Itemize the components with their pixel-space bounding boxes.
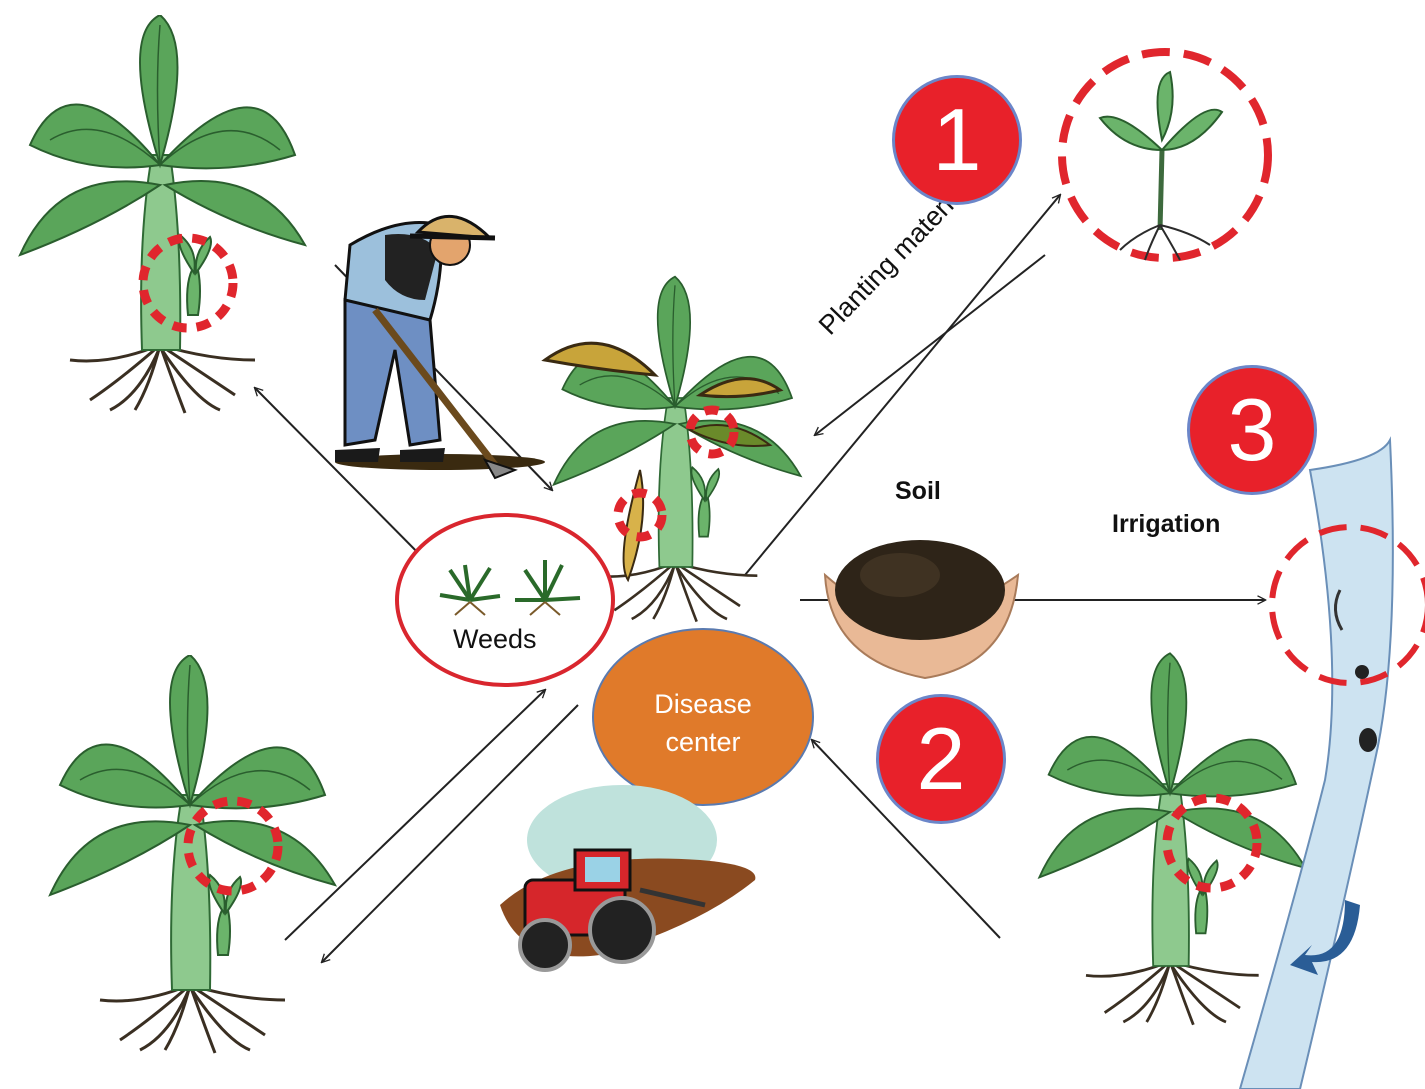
disease-center-label: Disease center bbox=[593, 685, 813, 761]
badge-2: 2 bbox=[876, 694, 1006, 824]
disease-center-line-2: center bbox=[593, 723, 813, 761]
irrigation-label: Irrigation bbox=[1112, 510, 1220, 539]
weeds-label: Weeds bbox=[453, 624, 537, 655]
farmer-with-hoe-icon bbox=[335, 216, 545, 478]
soil-label: Soil bbox=[895, 477, 941, 506]
banana-plant-icon bbox=[20, 15, 305, 413]
badge-3: 3 bbox=[1187, 365, 1317, 495]
banana-plant-icon bbox=[1039, 653, 1305, 1024]
badge-1: 1 bbox=[892, 75, 1022, 205]
planting-material-sucker-icon bbox=[1062, 52, 1268, 260]
tractor-icon bbox=[500, 785, 755, 970]
disease-center-line-1: Disease bbox=[593, 685, 813, 723]
weeds-icon bbox=[397, 515, 613, 685]
hands-holding-soil-icon bbox=[825, 540, 1018, 678]
